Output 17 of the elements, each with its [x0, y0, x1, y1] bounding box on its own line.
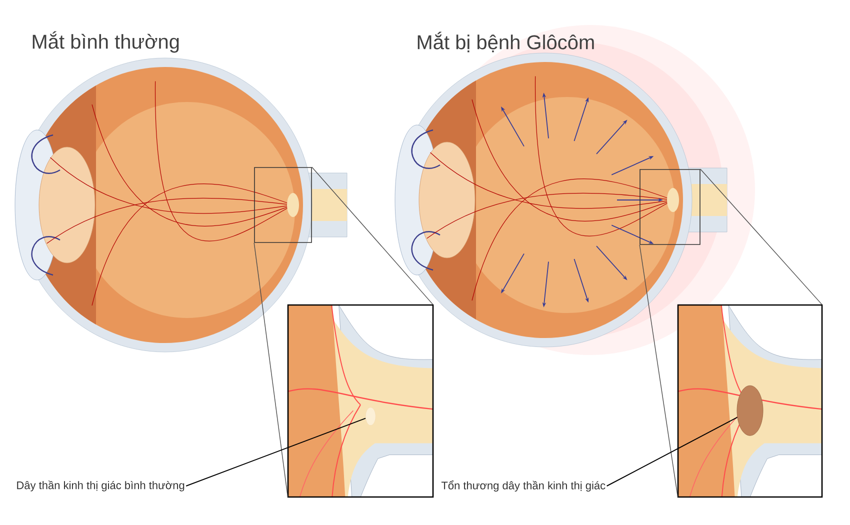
inset-drawing: [677, 304, 823, 498]
zoom-line: [639, 244, 678, 498]
callout-text: Tổn thương dây thần kinh thị giác: [441, 480, 606, 492]
leader-line: [606, 416, 738, 486]
zoom-frame: [640, 169, 700, 245]
leader-line: [186, 418, 366, 486]
zoom-line: [700, 168, 823, 306]
heading: Mắt bị bệnh Glôcôm: [418, 32, 594, 52]
heading: Mắt bình thường: [32, 31, 179, 53]
inset-drawing: [287, 304, 434, 498]
eye-drawing: [394, 25, 755, 355]
optic-disc: [365, 407, 376, 426]
zoom-line: [254, 242, 288, 498]
zoom-frame: [254, 167, 312, 243]
callout-text: Dây thần kinh thị giác bình thường: [17, 480, 184, 492]
eye-drawing: [14, 58, 348, 352]
optic-disc: [736, 385, 764, 436]
